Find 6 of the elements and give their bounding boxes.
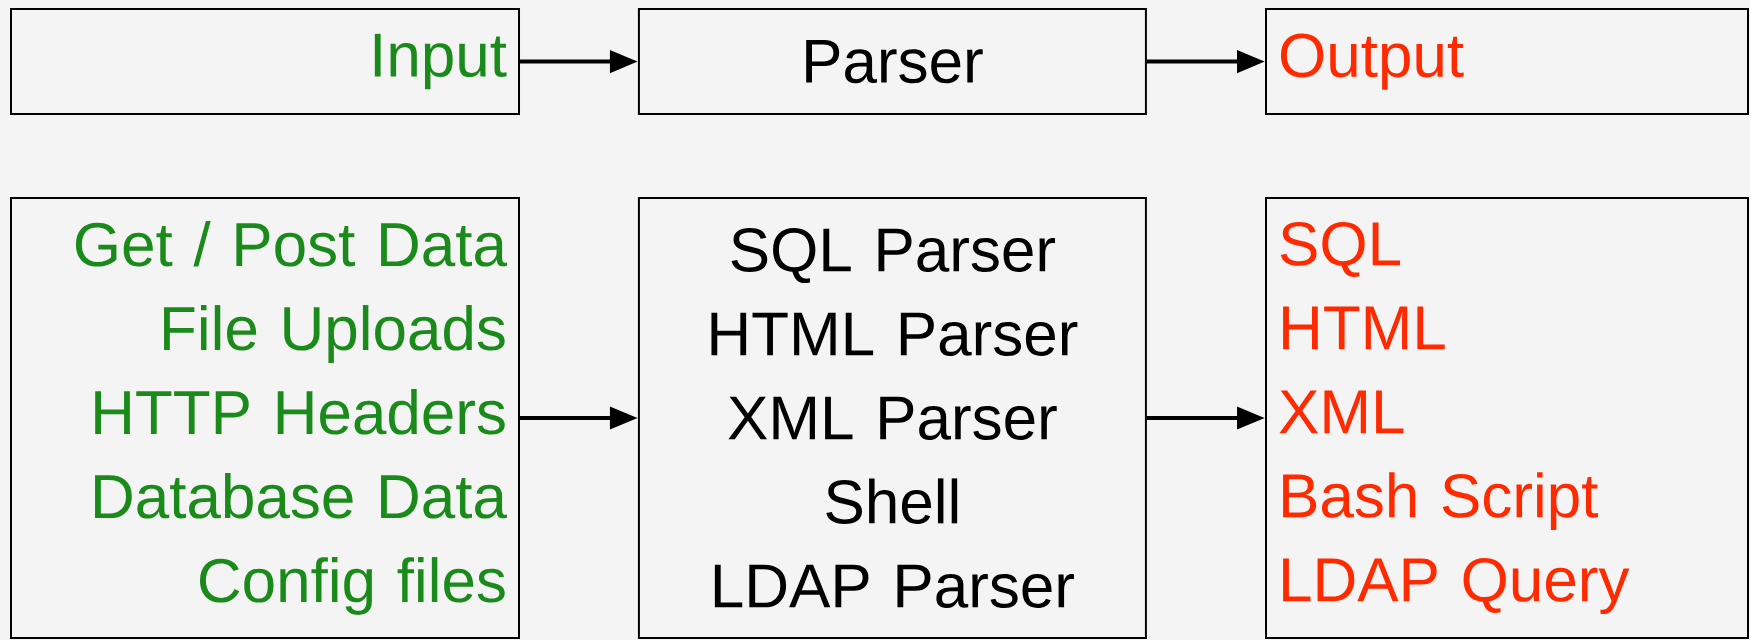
list-box: SQL Parser HTML Parser XML Parser Shell LDAP Parser bbox=[637, 197, 1147, 639]
list-box: SQL HTML XML Bash Script LDAP Query bbox=[1265, 197, 1749, 639]
title-box: Parser bbox=[637, 8, 1147, 116]
title-box: Output bbox=[1265, 8, 1749, 116]
title-box: Input bbox=[10, 8, 520, 116]
list-box: Get / Post Data File Uploads HTTP Headers Database Data Config files bbox=[10, 197, 520, 639]
